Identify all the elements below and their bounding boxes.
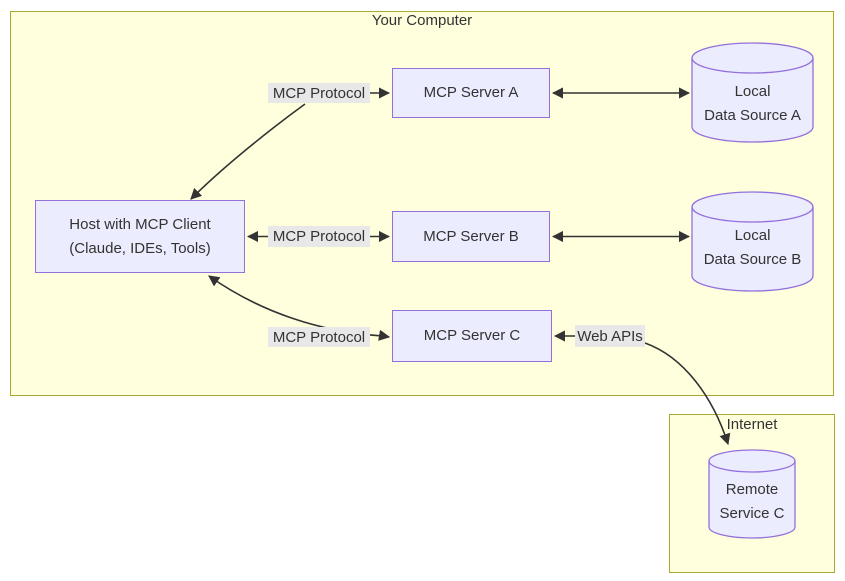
ds-a-label-line1: Local: [734, 83, 771, 100]
remote-c-label-line2: Service C: [719, 505, 785, 522]
node-mcp-server-a: MCP Server A: [392, 68, 550, 118]
ds-a-label-line2: Data Source A: [704, 107, 801, 124]
remote-service-c-label: Remote Service C: [709, 478, 795, 526]
host-label-line2: (Claude, IDEs, Tools): [69, 239, 211, 257]
local-data-source-b-label: Local Data Source B: [692, 224, 813, 272]
mcp-server-c-label: MCP Server C: [423, 327, 521, 344]
node-host-with-mcp-client: Host with MCP Client (Claude, IDEs, Tool…: [35, 200, 245, 273]
edge-label-web-apis: Web APIs: [575, 325, 645, 347]
node-mcp-server-b: MCP Server B: [392, 211, 550, 262]
ds-b-label-line2: Data Source B: [703, 251, 802, 268]
node-mcp-server-c: MCP Server C: [392, 310, 552, 362]
cluster-title-internet: Internet: [726, 416, 778, 433]
remote-c-label-line1: Remote: [725, 481, 779, 498]
mcp-server-a-label: MCP Server A: [423, 84, 519, 101]
edge-label-mcp-protocol-c: MCP Protocol: [268, 327, 370, 347]
edge-label-mcp-protocol-b: MCP Protocol: [268, 226, 370, 247]
host-label-line1: Host with MCP Client: [69, 215, 211, 233]
edge-label-mcp-protocol-a: MCP Protocol: [268, 83, 370, 103]
mcp-server-b-label: MCP Server B: [423, 227, 519, 245]
cluster-title-your-computer: Your Computer: [371, 12, 473, 29]
local-data-source-a-label: Local Data Source A: [692, 80, 813, 128]
ds-b-label-line1: Local: [734, 227, 771, 244]
